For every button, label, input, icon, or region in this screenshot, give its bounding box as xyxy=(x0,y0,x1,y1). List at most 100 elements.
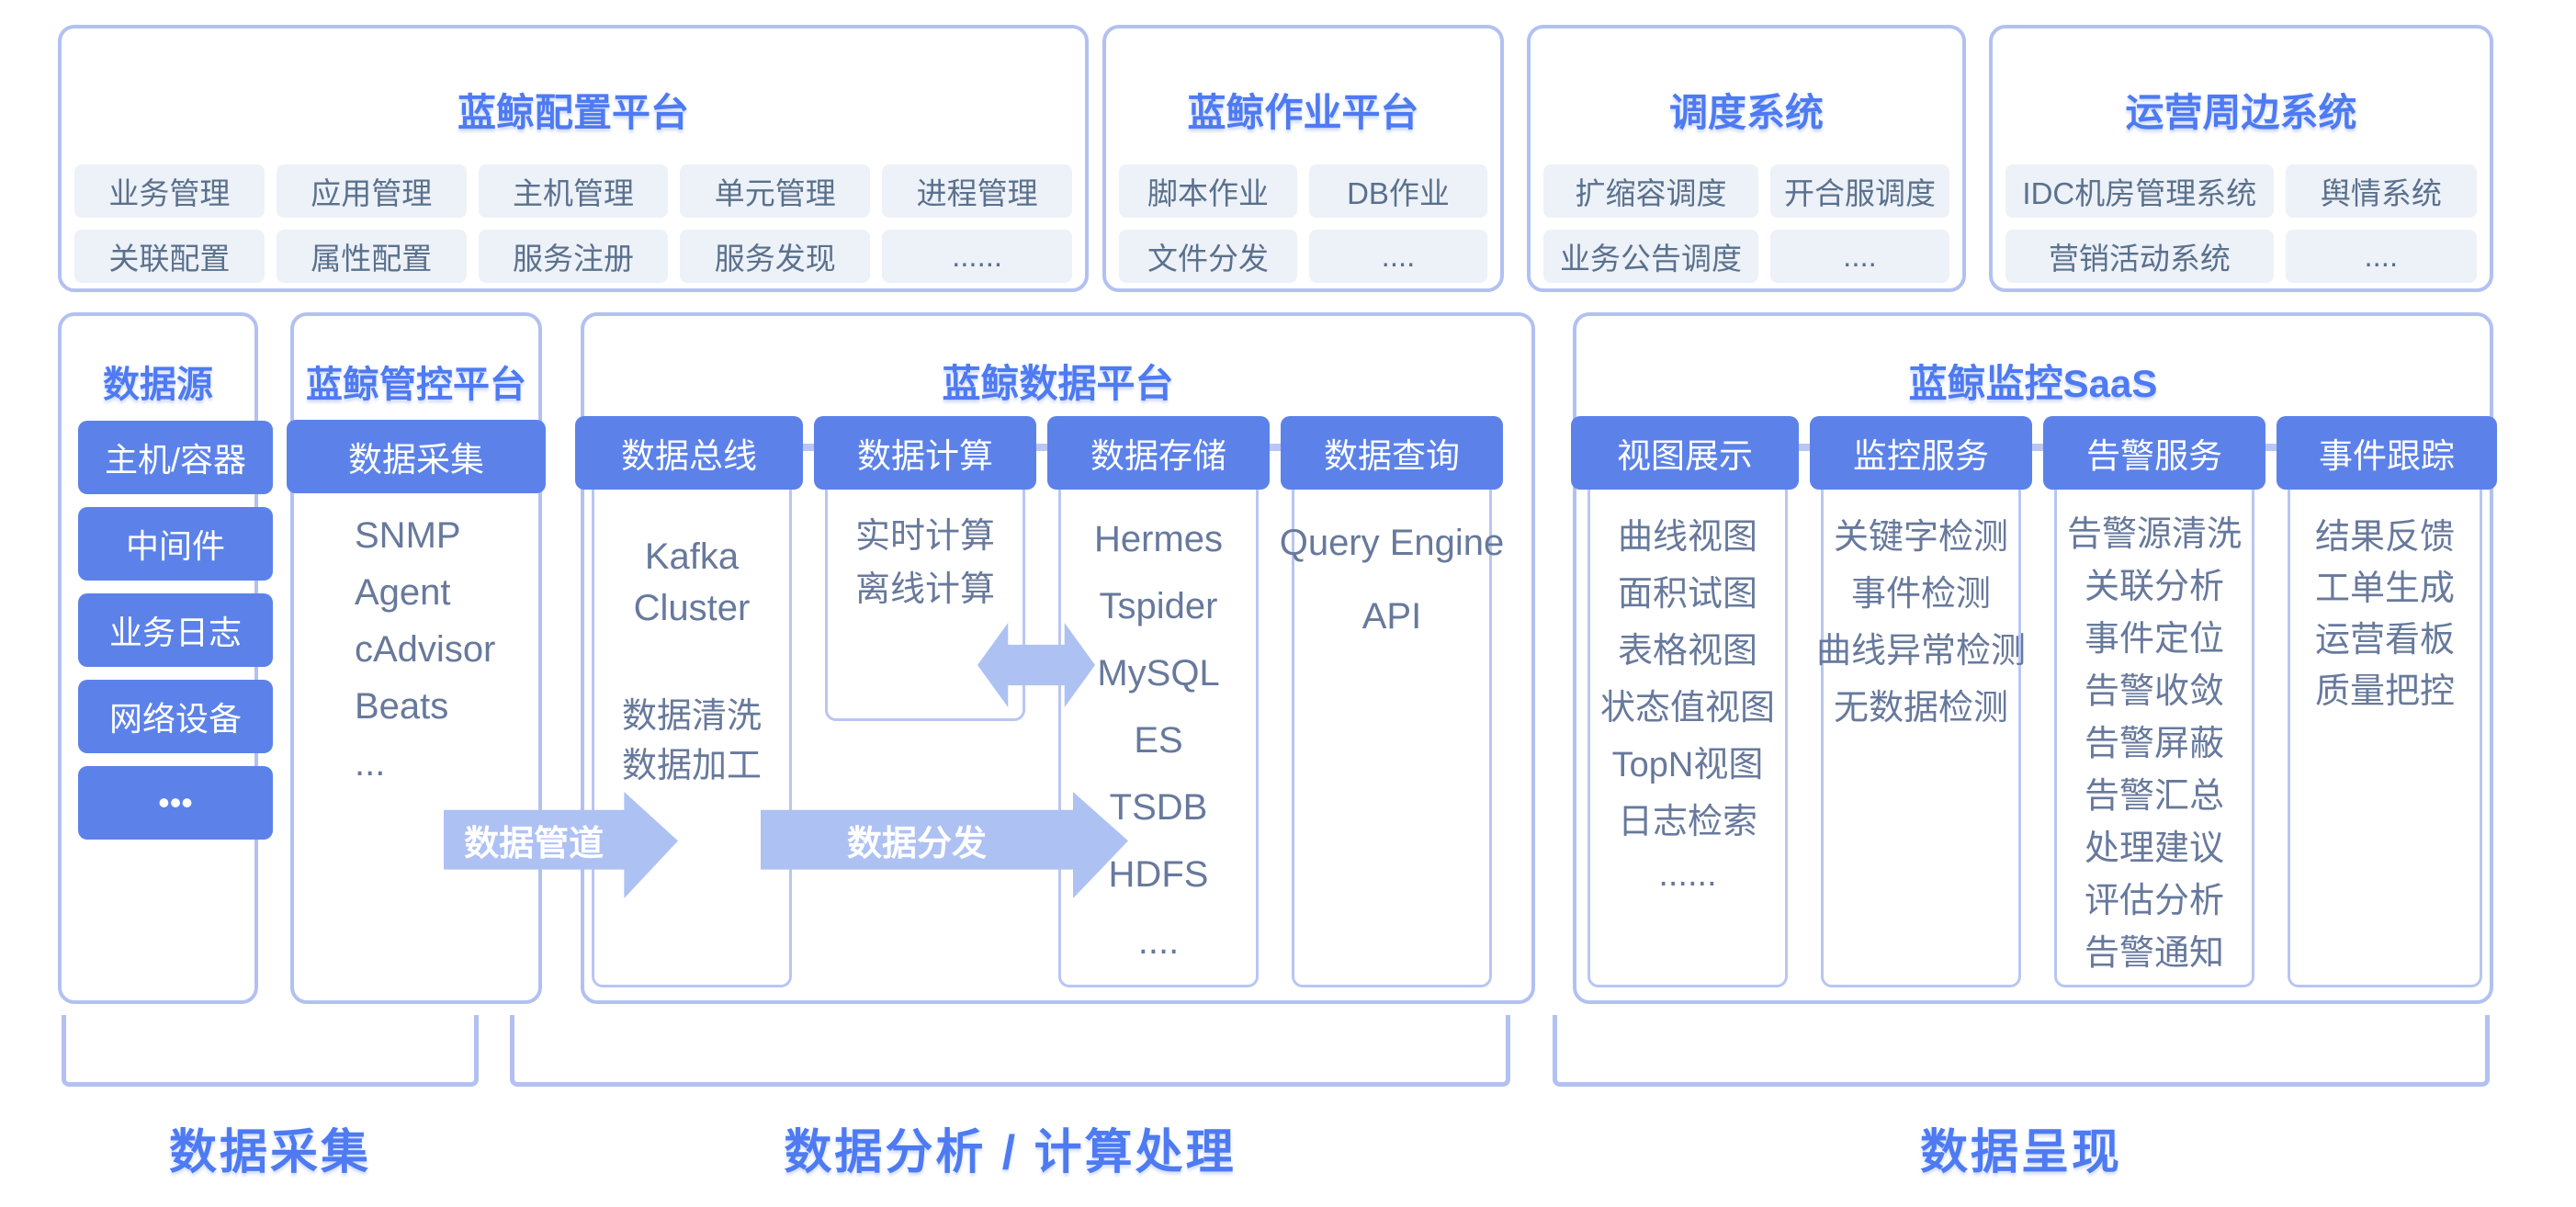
chip: IDC机房管理系统 xyxy=(2005,164,2274,218)
header-connector xyxy=(1033,444,1051,451)
data-storage-item: .... xyxy=(1137,921,1180,962)
chip: 服务发现 xyxy=(680,230,871,283)
chip: .... xyxy=(2285,230,2477,283)
chip: 关联配置 xyxy=(74,230,265,283)
chip: DB作业 xyxy=(1309,164,1487,218)
data-compute-header: 数据计算 xyxy=(814,416,1036,490)
alarm-service-item: 告警汇总 xyxy=(2084,777,2224,816)
data-bus-item: 数据加工 xyxy=(621,746,762,785)
monitor-service-item: 关键字检测 xyxy=(1833,517,2008,557)
monitor-service-item: 无数据检测 xyxy=(1833,688,2008,728)
data-source-node: ••• xyxy=(78,766,273,840)
data-storage-item: TSDB xyxy=(1109,787,1208,828)
view-display-item: 面积试图 xyxy=(1617,574,1757,614)
monitor-saas-title: 蓝鲸监控SaaS xyxy=(1908,362,2158,405)
alarm-service-item: 告警屏蔽 xyxy=(2084,725,2224,763)
view-display-header: 视图展示 xyxy=(1571,416,1799,490)
alarm-service-item: 事件定位 xyxy=(2084,620,2224,659)
data-storage-item: Tspider xyxy=(1099,586,1218,626)
data-source-node: 主机/容器 xyxy=(78,421,273,494)
data-platform-title: 蓝鲸数据平台 xyxy=(942,362,1174,405)
alarm-service-header: 告警服务 xyxy=(2043,416,2265,490)
event-tracking-item: 结果反馈 xyxy=(2314,517,2455,557)
data-collect-header: 数据采集 xyxy=(287,420,546,493)
data-storage-header: 数据存储 xyxy=(1047,416,1270,490)
chip: 文件分发 xyxy=(1119,230,1297,283)
stage-label-collect: 数据采集 xyxy=(168,1126,371,1179)
data-bus-header: 数据总线 xyxy=(575,416,803,490)
config-platform-chips: 业务管理应用管理主机管理单元管理进程管理关联配置属性配置服务注册服务发现....… xyxy=(74,164,1072,283)
data-storage-item: MySQL xyxy=(1097,653,1220,694)
distribution-arrow-label: 数据分发 xyxy=(846,824,987,863)
data-storage-body xyxy=(1058,450,1259,987)
header-connector xyxy=(1266,444,1284,451)
alarm-service-item: 关联分析 xyxy=(2084,568,2224,606)
header-connector xyxy=(2262,444,2280,451)
data-source-node: 业务日志 xyxy=(78,593,273,667)
data-bus-item: 数据清洗 xyxy=(621,696,762,736)
operation-systems-title: 运营周边系统 xyxy=(2125,91,2357,134)
view-display-item: 状态值视图 xyxy=(1599,688,1775,728)
stage-bracket-collect xyxy=(62,1015,479,1087)
chip: 应用管理 xyxy=(276,164,467,218)
chip: 扩缩容调度 xyxy=(1543,164,1758,218)
event-tracking-item: 运营看板 xyxy=(2314,620,2455,660)
data-query-item: Query Engine xyxy=(1279,522,1505,563)
data-storage-item: HDFS xyxy=(1108,854,1209,895)
collector-item: cAdvisor xyxy=(355,628,496,670)
data-compute-item: 离线计算 xyxy=(854,570,995,609)
data-source-node: 中间件 xyxy=(78,507,273,581)
job-platform-title: 蓝鲸作业平台 xyxy=(1187,91,1419,134)
event-tracking-list: 结果反馈工单生成运营看板质量把控 xyxy=(2288,507,2482,713)
data-bus-group2: 数据清洗数据加工 xyxy=(592,687,792,786)
control-platform-title: 蓝鲸管控平台 xyxy=(306,365,526,405)
data-compute-list: 实时计算离线计算 xyxy=(825,505,1025,612)
stage-label-present: 数据呈现 xyxy=(1919,1126,2122,1179)
event-tracking-item: 质量把控 xyxy=(2314,671,2455,711)
data-storage-item: Hermes xyxy=(1093,519,1224,559)
data-source-node: 网络设备 xyxy=(78,680,273,753)
event-tracking-header: 事件跟踪 xyxy=(2277,416,2497,490)
view-display-item: 曲线视图 xyxy=(1617,517,1757,557)
alarm-service-item: 评估分析 xyxy=(2084,882,2224,920)
alarm-service-item: 告警收敛 xyxy=(2084,672,2224,711)
data-compute-item: 实时计算 xyxy=(854,516,995,556)
alarm-service-list: 告警源清洗关联分析事件定位告警收敛告警屏蔽告警汇总处理建议评估分析告警通知 xyxy=(2054,504,2254,976)
data-query-header: 数据查询 xyxy=(1281,416,1503,490)
data-source-title: 数据源 xyxy=(103,365,213,405)
collector-item: Agent xyxy=(355,571,451,613)
event-tracking-body xyxy=(2288,450,2482,987)
event-tracking-item: 工单生成 xyxy=(2314,569,2455,608)
alarm-service-item: 告警通知 xyxy=(2084,934,2224,973)
chip: 单元管理 xyxy=(680,164,871,218)
collector-item: Beats xyxy=(355,685,449,727)
collector-item: SNMP xyxy=(355,514,461,556)
data-query-body xyxy=(1292,450,1492,987)
data-query-item: API xyxy=(1361,595,1422,637)
data-bus-item: Kafka xyxy=(644,536,740,577)
config-platform-title: 蓝鲸配置平台 xyxy=(457,91,689,134)
view-display-item: 表格视图 xyxy=(1617,631,1757,671)
chip: 主机管理 xyxy=(478,164,669,218)
view-display-item: ...... xyxy=(1658,854,1717,894)
chip: 脚本作业 xyxy=(1119,164,1297,218)
monitor-service-item: 事件检测 xyxy=(1850,574,1991,614)
monitor-service-body xyxy=(1821,450,2021,987)
pipeline-arrow-label: 数据管道 xyxy=(464,824,604,863)
stage-label-analyze: 数据分析 / 计算处理 xyxy=(784,1126,1237,1179)
monitor-service-item: 曲线异常检测 xyxy=(1816,631,2027,671)
scheduler-chips: 扩缩容调度开合服调度业务公告调度.... xyxy=(1543,164,1949,283)
data-source-nodes: 主机/容器中间件业务日志网络设备 ••• xyxy=(78,421,273,840)
data-source-box: 数据源 主机/容器中间件业务日志网络设备 ••• xyxy=(58,312,273,1004)
chip: 服务注册 xyxy=(478,230,669,283)
view-display-item: 日志检索 xyxy=(1617,802,1757,841)
scheduler-title: 调度系统 xyxy=(1668,91,1824,134)
collector-item: ... xyxy=(355,742,386,784)
monitor-service-list: 关键字检测事件检测曲线异常检测无数据检测 xyxy=(1816,504,2027,732)
chip: ...... xyxy=(882,230,1072,283)
chip: 营销活动系统 xyxy=(2005,230,2274,283)
